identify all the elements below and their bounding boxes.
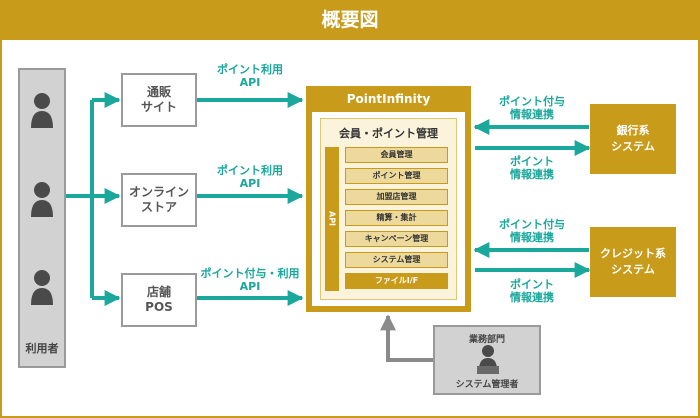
diagram-title: 概要図 [0,0,700,40]
admin-box: 業務部門 システム管理者 [433,325,541,395]
pointinfinity-title: PointInfinity [346,92,431,106]
channel-box-online-store: オンライン ストア [121,173,197,227]
admin-department: 業務部門 [468,335,505,345]
arrow-label-ec: ポイント利用 API [217,63,283,89]
credit-in-label: ポイント付与 情報連携 [499,218,565,244]
arrow-label-store: ポイント付与・利用 API [200,267,300,293]
user-icon [31,182,53,217]
pointinfinity-box: PointInfinity 会員・ポイント管理 API 会員管理 ポイント管理 … [306,86,471,312]
bank-system-box: 銀行系 システム [590,104,676,174]
module-campaign: キャンペーン管理 [345,231,448,247]
channel-box-ec: 通販 サイト [121,73,197,127]
module-member: 会員管理 [345,147,448,163]
management-panel: 会員・ポイント管理 API 会員管理 ポイント管理 加盟店管理 精算・集計 キャ… [320,118,457,300]
admin-role: システム管理者 [455,380,519,390]
module-merchant: 加盟店管理 [345,189,448,205]
api-bar: API [325,147,339,291]
management-title: 会員・ポイント管理 [339,127,438,140]
users-label: 利用者 [25,342,59,355]
bank-in-label: ポイント付与 情報連携 [499,95,565,121]
user-icon [31,93,53,128]
channel-box-store-pos: 店舗 POS [121,273,197,327]
pointinfinity-inner: 会員・ポイント管理 API 会員管理 ポイント管理 加盟店管理 精算・集計 キャ… [312,112,465,306]
module-point: ポイント管理 [345,168,448,184]
arrow-label-online: ポイント利用 API [217,164,283,190]
api-bar-label: API [327,211,337,227]
users-column: 利用者 [18,68,66,368]
bank-out-label: ポイント 情報連携 [510,155,554,181]
admin-person-icon [477,345,499,374]
credit-system-box: クレジット系 システム [590,227,676,297]
credit-out-label: ポイント 情報連携 [510,278,554,304]
module-file-if: ファイルI/F [345,273,448,289]
module-settlement: 精算・集計 [345,210,448,226]
user-icon [31,270,53,305]
module-system: システム管理 [345,252,448,268]
